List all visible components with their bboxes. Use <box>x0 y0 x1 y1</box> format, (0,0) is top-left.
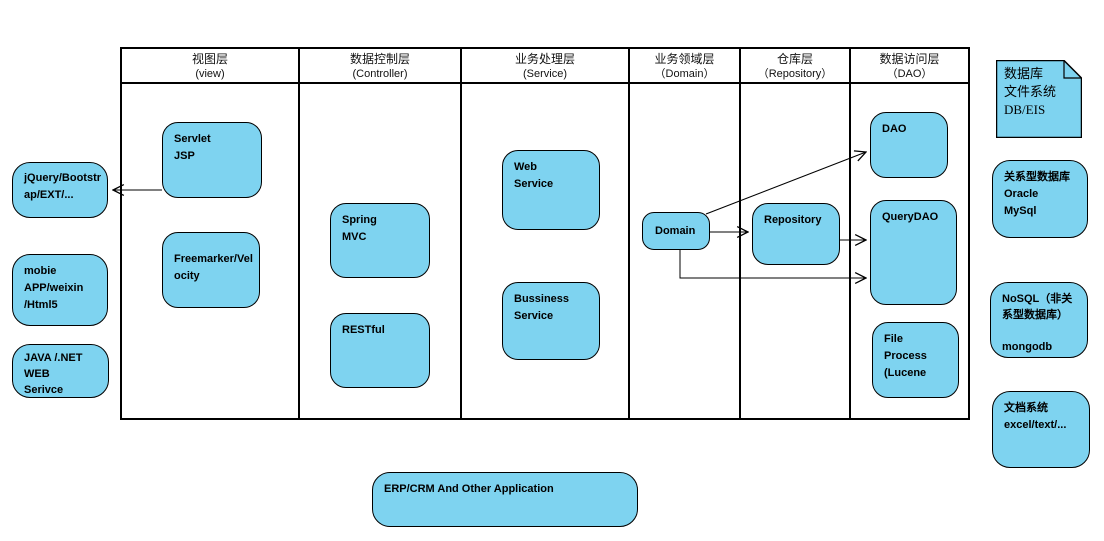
node-web-service: Web Service <box>502 150 600 230</box>
layer-column-repository: 仓库层 （Repository） <box>741 49 851 418</box>
layer-column-dao: 数据访问层 （DAO） <box>851 49 968 418</box>
layer-title-cn: 数据控制层 <box>349 51 410 66</box>
layer-title-en: (Controller) <box>352 67 408 80</box>
node-doc-system: 文档系统 excel/text/... <box>992 391 1090 468</box>
node-file-process: File Process (Lucene <box>872 322 959 398</box>
node-jquery-bootstrap: jQuery/Bootstrap/EXT/... <box>12 162 108 218</box>
layer-title-cn: 仓库层 <box>776 51 813 66</box>
node-dao: DAO <box>870 112 948 178</box>
document-shape-icon <box>996 60 1082 138</box>
node-restful: RESTful <box>330 313 430 388</box>
layer-header-view: 视图层 (view) <box>122 49 298 84</box>
layer-title-en: （Repository） <box>757 67 833 80</box>
layer-header-dao: 数据访问层 （DAO） <box>851 49 968 84</box>
node-nosql: NoSQL（非关系型数据库） mongodb <box>990 282 1088 358</box>
layer-column-service: 业务处理层 (Service) <box>462 49 630 418</box>
node-mobie-app: mobie APP/weixin /Html5 <box>12 254 108 326</box>
layer-column-controller: 数据控制层 (Controller) <box>300 49 462 418</box>
layer-title-en: （DAO） <box>886 67 933 80</box>
db-note-label: 数据库 文件系统 DB/EIS <box>1004 66 1057 117</box>
node-spring-mvc: Spring MVC <box>330 203 430 278</box>
node-servlet-jsp: Servlet JSP <box>162 122 262 198</box>
node-erp-crm: ERP/CRM And Other Application <box>372 472 638 527</box>
node-repository: Repository <box>752 203 840 265</box>
layer-column-view: 视图层 (view) <box>122 49 300 418</box>
node-relational-db: 关系型数据库 Oracle MySql <box>992 160 1088 238</box>
node-java-net-web: JAVA /.NET WEB Serivce <box>12 344 109 398</box>
layer-header-domain: 业务领域层 （Domain） <box>630 49 739 84</box>
layer-title-cn: 视图层 <box>191 51 228 66</box>
layer-title-cn: 数据访问层 <box>879 51 940 66</box>
layer-title-cn: 业务处理层 <box>514 51 575 66</box>
layer-title-cn: 业务领域层 <box>654 51 715 66</box>
node-db-note: 数据库 文件系统 DB/EIS <box>996 60 1082 138</box>
node-querydao: QueryDAO <box>870 200 957 305</box>
layer-title-en: (view) <box>195 67 225 80</box>
layer-header-repository: 仓库层 （Repository） <box>741 49 849 84</box>
layer-title-en: (Service) <box>522 67 567 80</box>
node-bussiness-service: Bussiness Service <box>502 282 600 360</box>
layer-title-en: （Domain） <box>654 67 715 80</box>
node-domain: Domain <box>642 212 710 250</box>
layer-header-controller: 数据控制层 (Controller) <box>300 49 460 84</box>
layer-header-service: 业务处理层 (Service) <box>462 49 628 84</box>
node-freemarker-velocity: Freemarker/Velocity <box>162 232 260 308</box>
